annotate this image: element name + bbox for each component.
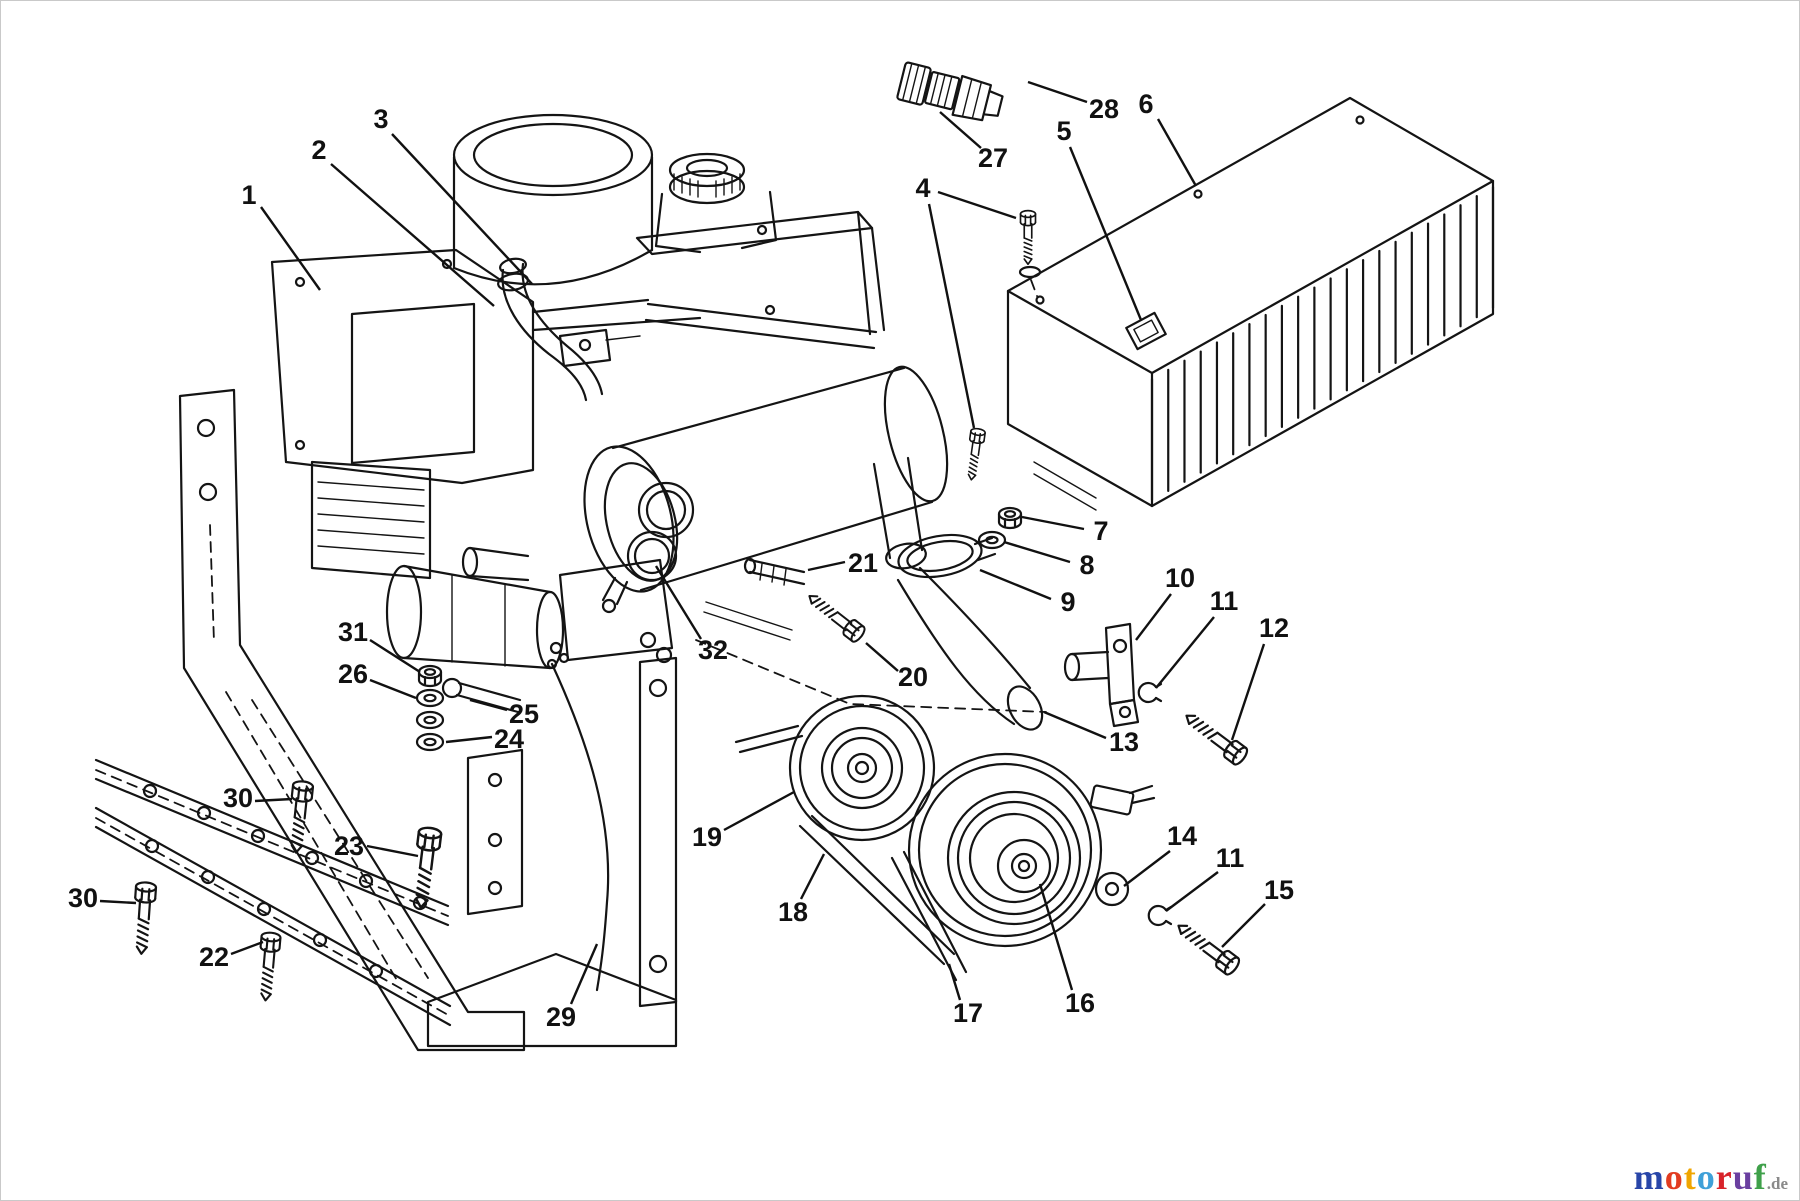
part-number-label: 27 xyxy=(978,143,1008,173)
part-number-label: 32 xyxy=(698,635,728,665)
left-mount-bracket-art xyxy=(178,388,526,1052)
callout-27: 27 xyxy=(939,111,1008,173)
part-number-label: 5 xyxy=(1056,116,1071,146)
watermark-letter: r xyxy=(1715,1157,1733,1197)
callout-29: 29 xyxy=(546,943,599,1032)
louver-slats xyxy=(1150,185,1495,502)
part-number-label: 22 xyxy=(199,942,229,972)
part-number-label: 9 xyxy=(1060,587,1075,617)
callout-16: 16 xyxy=(1038,883,1095,1018)
watermark-letter: t xyxy=(1683,1157,1697,1197)
part-number-label: 26 xyxy=(338,659,368,689)
callout-8: 8 xyxy=(1003,540,1095,580)
drive-clutch-art xyxy=(734,694,1243,982)
callout-19: 19 xyxy=(692,790,795,852)
part-number-label: 16 xyxy=(1065,988,1095,1018)
part-number-label: 6 xyxy=(1138,89,1153,119)
callout-26: 26 xyxy=(338,659,417,700)
callout-15: 15 xyxy=(1221,875,1294,948)
part-number-label: 12 xyxy=(1259,613,1289,643)
part-number-label: 2 xyxy=(311,135,326,165)
part-number-label: 11 xyxy=(1210,586,1239,616)
callout-11: 11 xyxy=(1155,586,1239,689)
watermark-suffix: .de xyxy=(1766,1174,1788,1193)
callout-layer: 1234567891011121314111516171819202122232… xyxy=(68,80,1294,1032)
part-number-label: 28 xyxy=(1089,94,1119,124)
part-number-label: 25 xyxy=(509,699,539,729)
callout-17: 17 xyxy=(947,963,983,1028)
frame-rails-art xyxy=(94,758,452,1027)
callout-7: 7 xyxy=(1021,515,1109,546)
diagram-line-art xyxy=(94,61,1495,1052)
part-number-label: 19 xyxy=(692,822,722,852)
part-number-label: 17 xyxy=(953,998,983,1028)
part-number-label: 4 xyxy=(915,173,930,203)
part-number-label: 31 xyxy=(338,617,368,647)
watermark-letter: o xyxy=(1696,1157,1716,1197)
engine-art xyxy=(270,113,886,992)
heat-shield-art xyxy=(1006,96,1495,511)
callout-6: 6 xyxy=(1138,89,1198,187)
watermark-letter: m xyxy=(1633,1157,1665,1197)
part-number-label: 3 xyxy=(373,104,388,134)
watermark-logo[interactable]: motoruf.de xyxy=(1634,1159,1788,1195)
callout-11: 11 xyxy=(1165,843,1245,912)
watermark-letter: f xyxy=(1753,1157,1767,1197)
shield-bolts-art xyxy=(963,209,1042,482)
right-support-art xyxy=(426,656,678,1048)
callout-22: 22 xyxy=(199,940,264,972)
callout-25: 25 xyxy=(469,698,539,729)
part-number-label: 14 xyxy=(1167,821,1197,851)
callout-20: 20 xyxy=(865,642,928,692)
callout-24: 24 xyxy=(445,724,524,754)
hose-fitting-art xyxy=(896,61,1004,122)
callout-12: 12 xyxy=(1230,613,1289,741)
callout-14: 14 xyxy=(1123,821,1197,887)
part-number-label: 30 xyxy=(223,783,253,813)
callout-18: 18 xyxy=(778,853,826,927)
part-number-label: 18 xyxy=(778,897,808,927)
callout-23: 23 xyxy=(334,831,419,861)
watermark-letter: u xyxy=(1732,1157,1754,1197)
muffler-art xyxy=(583,365,1047,713)
part-number-label: 7 xyxy=(1093,516,1108,546)
callout-21: 21 xyxy=(807,548,878,578)
part-number-label: 1 xyxy=(241,180,256,210)
callout-30: 30 xyxy=(68,883,137,913)
part-number-label: 21 xyxy=(848,548,878,578)
callout-1: 1 xyxy=(241,180,321,291)
callout-5: 5 xyxy=(1056,116,1143,321)
callout-2: 2 xyxy=(311,135,495,307)
part-number-label: 11 xyxy=(1216,843,1245,873)
exhaust-elbow-art xyxy=(896,506,1251,768)
callout-30: 30 xyxy=(223,783,293,813)
callout-3: 3 xyxy=(373,104,533,285)
callout-28: 28 xyxy=(1027,80,1119,124)
part-number-label: 30 xyxy=(68,883,98,913)
callout-10: 10 xyxy=(1135,563,1195,641)
callout-9: 9 xyxy=(979,568,1076,617)
part-number-label: 23 xyxy=(334,831,364,861)
callout-31: 31 xyxy=(338,617,421,674)
part-number-label: 13 xyxy=(1109,727,1139,757)
part-number-label: 24 xyxy=(494,724,524,754)
part-number-label: 29 xyxy=(546,1002,576,1032)
callout-4: 4 xyxy=(915,173,1017,429)
callout-32: 32 xyxy=(654,565,728,665)
part-number-label: 10 xyxy=(1165,563,1195,593)
part-number-label: 8 xyxy=(1079,550,1094,580)
watermark-letter: o xyxy=(1664,1157,1684,1197)
part-number-label: 20 xyxy=(898,662,928,692)
part-number-label: 15 xyxy=(1264,875,1294,905)
callout-13: 13 xyxy=(1043,710,1139,757)
